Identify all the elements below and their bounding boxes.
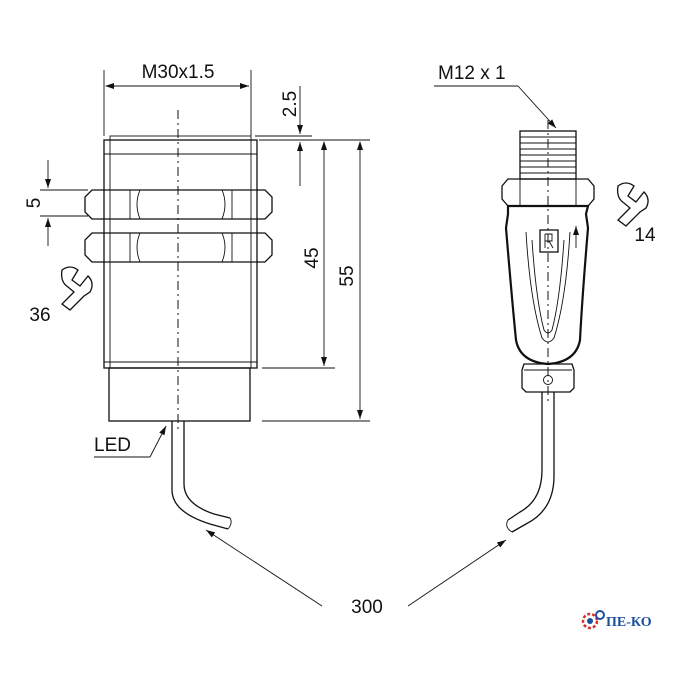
thread-length-label: 2.5 [280,91,301,117]
cable-length-dimension: 300 [205,529,507,618]
led-label: LED [94,435,131,456]
lower-nut [84,232,273,263]
sensor-cable [171,421,232,530]
connector-thread-callout: M12 x 1 [434,63,557,129]
company-logo: ПЕ-КО [581,610,652,630]
connector-thread-label: M12 x 1 [438,63,506,84]
led-callout: LED [94,425,167,458]
nut-height-dimension: 5 [24,160,88,246]
length-45-label: 45 [302,247,323,268]
wrench-sensor-label: 36 [29,305,50,326]
wrench-connector-label: 14 [634,225,656,246]
nut-height-label: 5 [24,198,45,209]
thread-dimension-label: M30x1.5 [142,62,215,83]
sensor-body [103,135,258,422]
thread-dimension: M30x1.5 [103,62,252,136]
connector-cable [506,392,555,533]
thread-length-dimension: 2.5 [255,86,312,186]
wrench-icon-sensor: 36 [29,266,93,326]
logo-text: ПЕ-КО [606,615,652,630]
wrench-icon-connector: 14 [616,182,656,246]
length-dimensions: 45 55 [262,139,370,422]
connector-thread [519,130,577,180]
connector-body [504,204,590,366]
length-55-label: 55 [337,265,358,286]
upper-nut [84,189,273,220]
cable-length-label: 300 [351,597,383,618]
